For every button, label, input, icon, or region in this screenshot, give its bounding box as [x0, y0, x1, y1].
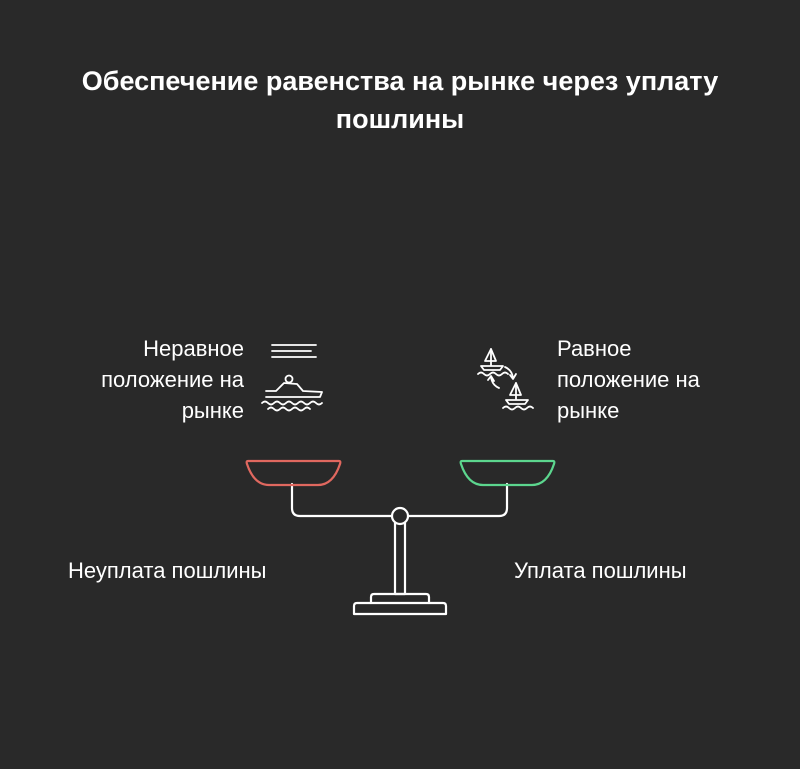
- non-payment-label: Неуплата пошлины: [68, 558, 267, 583]
- swap-arrows-icon: [487, 366, 517, 389]
- right-pan: [459, 459, 556, 487]
- speed-lines-icon: [271, 344, 317, 358]
- diagram-title: Обеспечение равенства на рынке через упл…: [81, 66, 719, 134]
- equal-position-label: Равное положение на рынке: [557, 336, 700, 423]
- scale-pivot: [390, 506, 410, 526]
- scale-base-top: [369, 592, 431, 605]
- payment-label: Уплата пошлины: [514, 558, 687, 583]
- scale-base: [352, 601, 448, 616]
- speedboat-icon: [261, 374, 323, 412]
- sailboat-icon: [477, 348, 509, 377]
- scale-pillar: [393, 521, 407, 596]
- scale-beam: [290, 482, 509, 518]
- unequal-position-label: Неравное положение на рынке: [101, 336, 244, 423]
- left-pan: [245, 459, 342, 487]
- sailboat-icon: [502, 382, 534, 411]
